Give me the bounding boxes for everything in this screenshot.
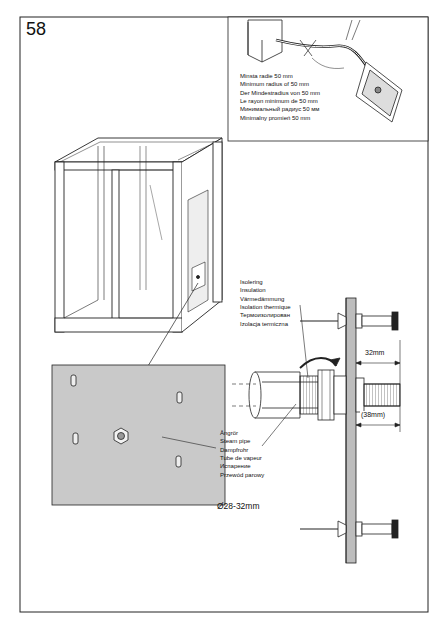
- part-label: Steam pipe: [220, 438, 250, 444]
- inset-note: Minimum radius of 50 mm: [240, 81, 309, 87]
- part-label: Przewód parowy: [220, 472, 264, 478]
- inset-note: Der Mindestradius von 50 mm: [240, 90, 320, 96]
- page-number: 58: [26, 20, 46, 39]
- part-label: Ångrör: [220, 430, 238, 436]
- part-label: Insulation: [240, 287, 266, 293]
- part-label: Dampfrohr: [220, 447, 248, 453]
- dimension: (38mm): [360, 411, 386, 418]
- part-label: Термоизолирован: [240, 312, 290, 318]
- page-frame: [20, 17, 428, 612]
- part-label: Izolacja termiczna: [240, 321, 288, 327]
- inset-detail: [228, 17, 428, 141]
- part-label: Испарение: [220, 463, 251, 469]
- dimension: Ø28-32mm: [217, 502, 260, 511]
- leader-line: [162, 305, 308, 448]
- sauna-cabin: [55, 138, 222, 332]
- leader-line: [148, 283, 198, 366]
- part-label: Tube de vapeur: [220, 455, 262, 461]
- dimension-lines: [356, 340, 400, 432]
- part-label: Isolering: [240, 279, 263, 285]
- wall-section: [346, 298, 356, 563]
- inset-note: Минимальный радиус 50 мм: [240, 106, 319, 112]
- part-label: Isolation thermique: [240, 304, 291, 310]
- inset-note: Minimalny promień 50 mm: [240, 115, 310, 121]
- steam-pipe: [232, 358, 400, 420]
- mounting-plate: [52, 365, 225, 505]
- part-label: Värmedämmung: [240, 296, 284, 302]
- inset-note: Minsta radie 50 mm: [240, 73, 293, 79]
- dimension: 32mm: [364, 349, 385, 356]
- inset-note: Le rayon minimum de 50 mm: [240, 98, 318, 104]
